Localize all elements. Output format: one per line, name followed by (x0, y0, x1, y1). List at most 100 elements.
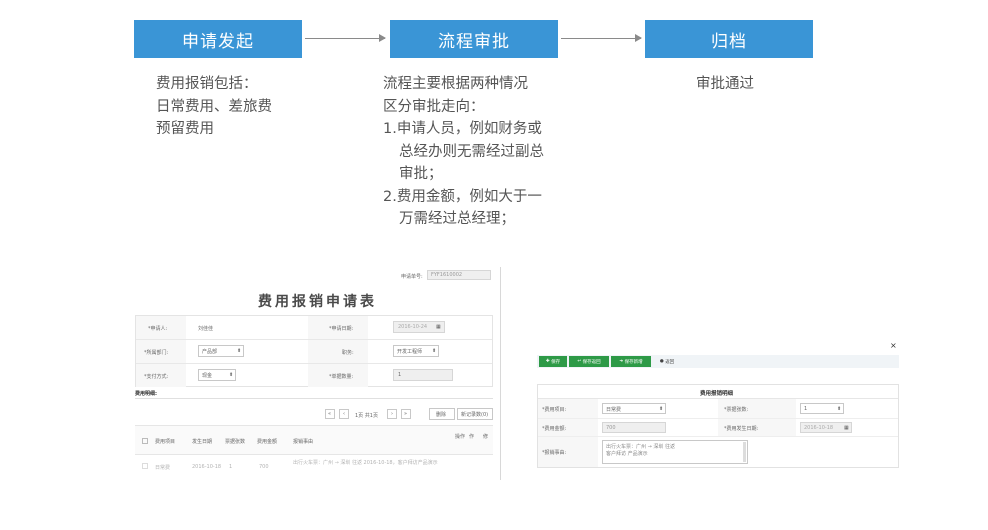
ticket-label: *票据张数: (724, 407, 749, 413)
apply-no-field: FYF1610002 (427, 270, 491, 280)
applicant-value: 刘佳佳 (198, 326, 214, 332)
save-button[interactable]: ✚ 保存 (539, 356, 567, 367)
pager-next-button[interactable]: › (387, 409, 397, 419)
fee-type-label: *费用项目: (542, 407, 567, 413)
save-return-button[interactable]: ↩ 保存返回 (569, 356, 609, 367)
step-apply: 申请发起 (134, 20, 302, 58)
amount-field[interactable]: 700 (602, 422, 666, 433)
dept-select[interactable]: 产品部 ⬍ (198, 345, 244, 357)
fee-type-value: 日常费 (606, 407, 622, 413)
step-approve-label: 流程审批 (438, 31, 510, 52)
table-header-cell: 费用项目 (155, 439, 176, 445)
step-archive-label: 归档 (711, 31, 747, 52)
desc-apply: 费用报销包括： 日常费用、差旅费 预留费用 (156, 73, 272, 141)
fee-date-label: *费用发生日期: (724, 426, 759, 432)
table-cell: 700 (259, 464, 269, 470)
reason-line: 客户拜访 产品演示 (606, 451, 648, 457)
desc-approve-line: 流程主要根据两种情况 (383, 76, 528, 92)
pay-select[interactable]: 现金 ⬍ (198, 369, 236, 381)
select-all-checkbox[interactable] (142, 438, 148, 444)
reason-textarea[interactable]: 出行火车票：广州 → 深圳 往返 客户拜访 产品演示 (602, 440, 748, 464)
table-cell: 日常费 (155, 465, 171, 471)
table-row[interactable]: 日常费 2016-10-18 1 700 出行火车票：广州 → 深圳 往返 20… (135, 459, 493, 479)
arrow-2 (561, 34, 642, 42)
ticket-select[interactable]: 1 ⬍ (800, 403, 844, 414)
desc-approve: 流程主要根据两种情况 区分审批走向： 1.申请人员，例如财务或 总经办则无需经过… (383, 73, 544, 231)
form-title: 费用报销申请表 (258, 294, 377, 310)
table-header-cell: 发生日期 (192, 439, 213, 445)
reason-label: *报销事由: (542, 450, 567, 456)
table-header-cell: 费用金额 (257, 439, 278, 445)
back-icon: ● (659, 359, 664, 364)
pager-last-button[interactable]: » (401, 409, 411, 419)
fee-date-value: 2016-10-18 (804, 425, 834, 431)
arrow-right-icon: ➜ (619, 359, 624, 364)
delete-button[interactable]: 删除 (429, 408, 455, 420)
fee-type-select[interactable]: 日常费 ⬍ (602, 403, 666, 414)
table-header-cell: 作 (469, 434, 475, 440)
apply-no-label: 申请单号: (401, 274, 423, 280)
form-grid: *申请人: 刘佳佳 *申请日期: 2016-10-24 ▦ *所属部门: 产品部… (135, 315, 493, 387)
expense-detail-modal: × ✚ 保存 ↩ 保存返回 ➜ 保存新增 ● 返回 费用报销明细 *费用项目: … (532, 336, 904, 482)
chevron-down-icon: ⬍ (229, 372, 234, 378)
pager-prev-button[interactable]: ‹ (339, 409, 349, 419)
desc-approve-line: 1.申请人员，例如财务或 (383, 121, 542, 137)
scrollbar[interactable] (743, 442, 746, 462)
calendar-icon[interactable]: ▦ (436, 324, 441, 330)
pager-first-button[interactable]: « (325, 409, 335, 419)
pay-label: *支付方式: (144, 374, 169, 380)
dept-value: 产品部 (202, 349, 218, 355)
table-cell: 出行火车票：广州 → 深圳 往返 2016-10-18，客户拜访产品演示 (293, 460, 438, 466)
save-new-button[interactable]: ➜ 保存新增 (611, 356, 651, 367)
desc-approve-line: 2.费用金额，例如大于一 (383, 188, 542, 205)
step-archive: 归档 (645, 20, 813, 58)
chevron-down-icon: ⬍ (837, 406, 842, 412)
desc-approve-line: 万需经过总经理； (399, 211, 515, 227)
new-record-button[interactable]: 新记录数(0) (457, 408, 493, 420)
date-label: *申请日期: (329, 326, 354, 332)
step-approve: 流程审批 (390, 20, 558, 58)
save-icon: ✚ (545, 359, 550, 364)
pager-text: 1页 共1页 (355, 413, 378, 419)
expense-form-screenshot: 申请单号: FYF1610002 费用报销申请表 *申请人: 刘佳佳 *申请日期… (133, 267, 502, 480)
divider (500, 267, 501, 480)
date-value: 2016-10-24 (398, 324, 428, 330)
chevron-down-icon: ⬍ (432, 348, 437, 354)
doc-count-field[interactable]: 1 (393, 369, 453, 381)
reason-line: 出行火车票：广州 → 深圳 往返 (606, 444, 675, 450)
doc-count-value: 1 (398, 372, 402, 378)
table-header-cell: 票据张数 (225, 439, 246, 445)
detail-label: 费用明细: (135, 391, 157, 397)
position-value: 开发工程师 (397, 349, 423, 355)
apply-no-value: FYF1610002 (431, 272, 463, 278)
row-checkbox[interactable] (142, 463, 148, 469)
desc-apply-line: 费用报销包括： (156, 76, 258, 92)
table-cell: 1 (229, 464, 233, 470)
amount-label: *费用金额: (542, 426, 567, 432)
date-field[interactable]: 2016-10-24 ▦ (393, 321, 445, 333)
desc-apply-line: 日常费用、差旅费 (156, 98, 272, 115)
fee-date-field[interactable]: 2016-10-18 ▦ (800, 422, 852, 433)
step-apply-label: 申请发起 (182, 31, 254, 52)
close-icon[interactable]: × (890, 341, 897, 350)
panel-title: 费用报销明细 (700, 391, 734, 397)
pay-value: 现金 (202, 373, 213, 379)
dept-label: *所属部门: (144, 350, 169, 356)
form-row: *支付方式: 现金 ⬍ *单据数量: 1 (136, 364, 492, 388)
back-button[interactable]: ● 返回 (659, 359, 675, 365)
form-row: *所属部门: 产品部 ⬍ 职务: 开发工程师 ⬍ (136, 340, 492, 364)
modal-toolbar: ✚ 保存 ↩ 保存返回 ➜ 保存新增 ● 返回 (537, 355, 899, 368)
detail-panel: 费用报销明细 *费用项目: 日常费 ⬍ *票据张数: 1 ⬍ *费用金额: 70… (537, 384, 899, 468)
table-header-cell: 报销事由 (293, 439, 314, 445)
doc-count-label: *单据数量: (329, 374, 354, 380)
chevron-down-icon: ⬍ (659, 406, 664, 412)
table-header-cell: 修 (483, 434, 489, 440)
calendar-icon[interactable]: ▦ (844, 425, 849, 431)
table-cell: 2016-10-18 (192, 464, 222, 470)
form-row: *申请人: 刘佳佳 *申请日期: 2016-10-24 ▦ (136, 316, 492, 340)
desc-approve-line: 总经办则无需经过副总 (399, 143, 544, 160)
position-select[interactable]: 开发工程师 ⬍ (393, 345, 439, 357)
position-label: 职务: (342, 350, 354, 356)
desc-archive: 审批通过 (696, 73, 754, 96)
chevron-down-icon: ⬍ (237, 348, 242, 354)
